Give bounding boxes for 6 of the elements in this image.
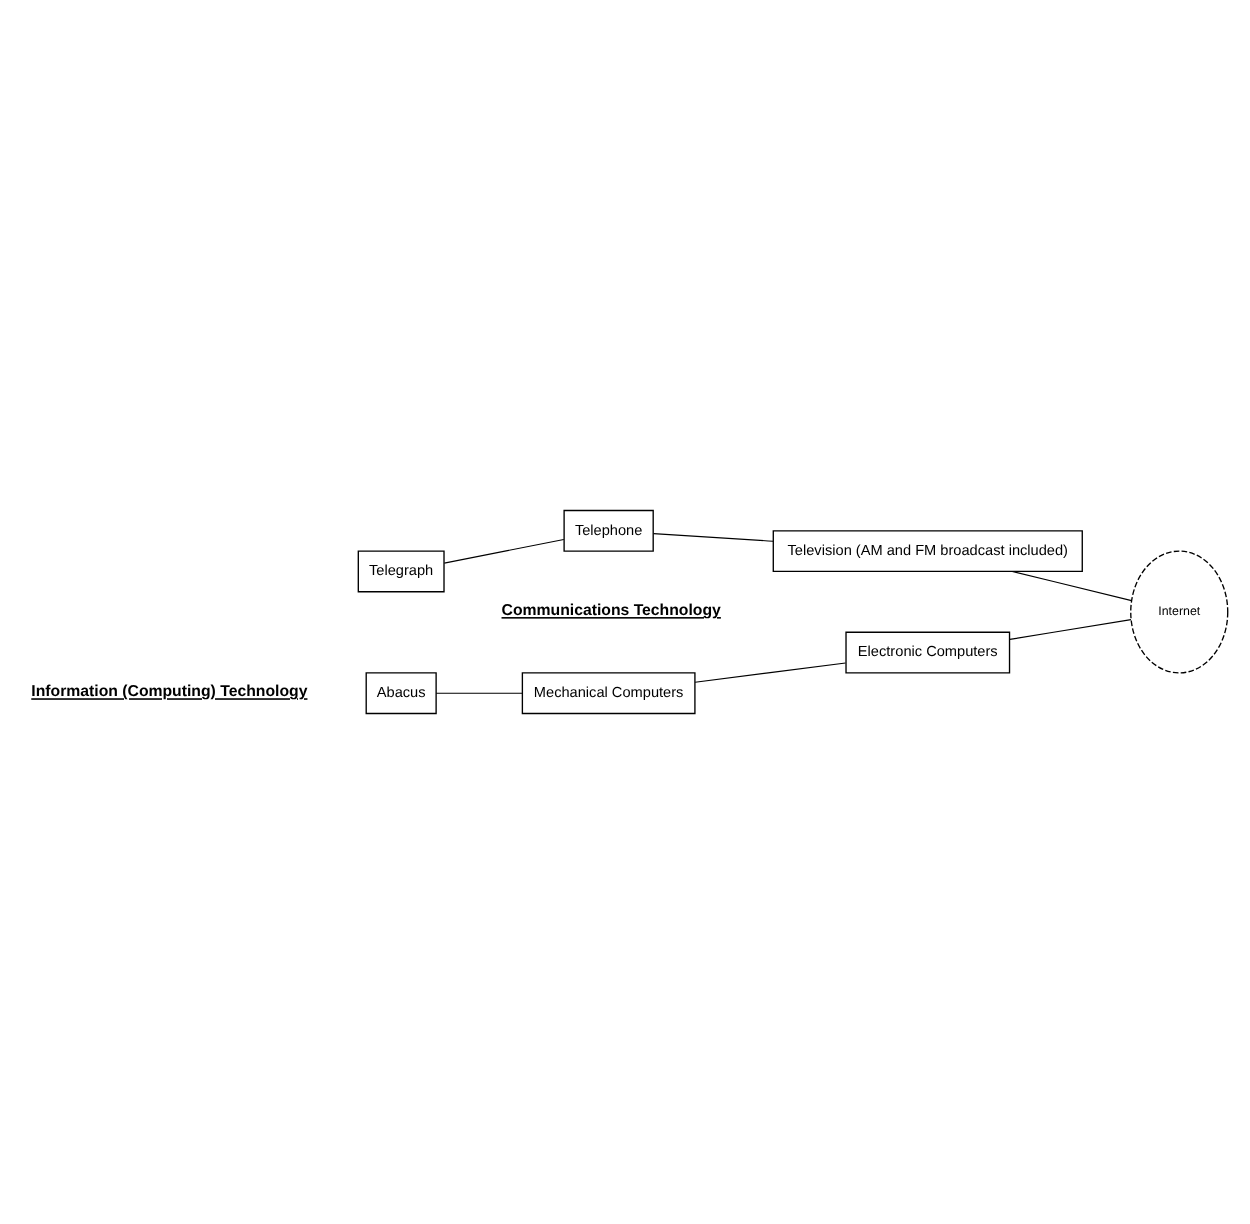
connector xyxy=(1011,570,1133,602)
connector xyxy=(652,533,774,542)
connector xyxy=(443,538,565,564)
connector xyxy=(1009,619,1132,640)
connector xyxy=(435,692,523,694)
connector xyxy=(694,662,847,683)
